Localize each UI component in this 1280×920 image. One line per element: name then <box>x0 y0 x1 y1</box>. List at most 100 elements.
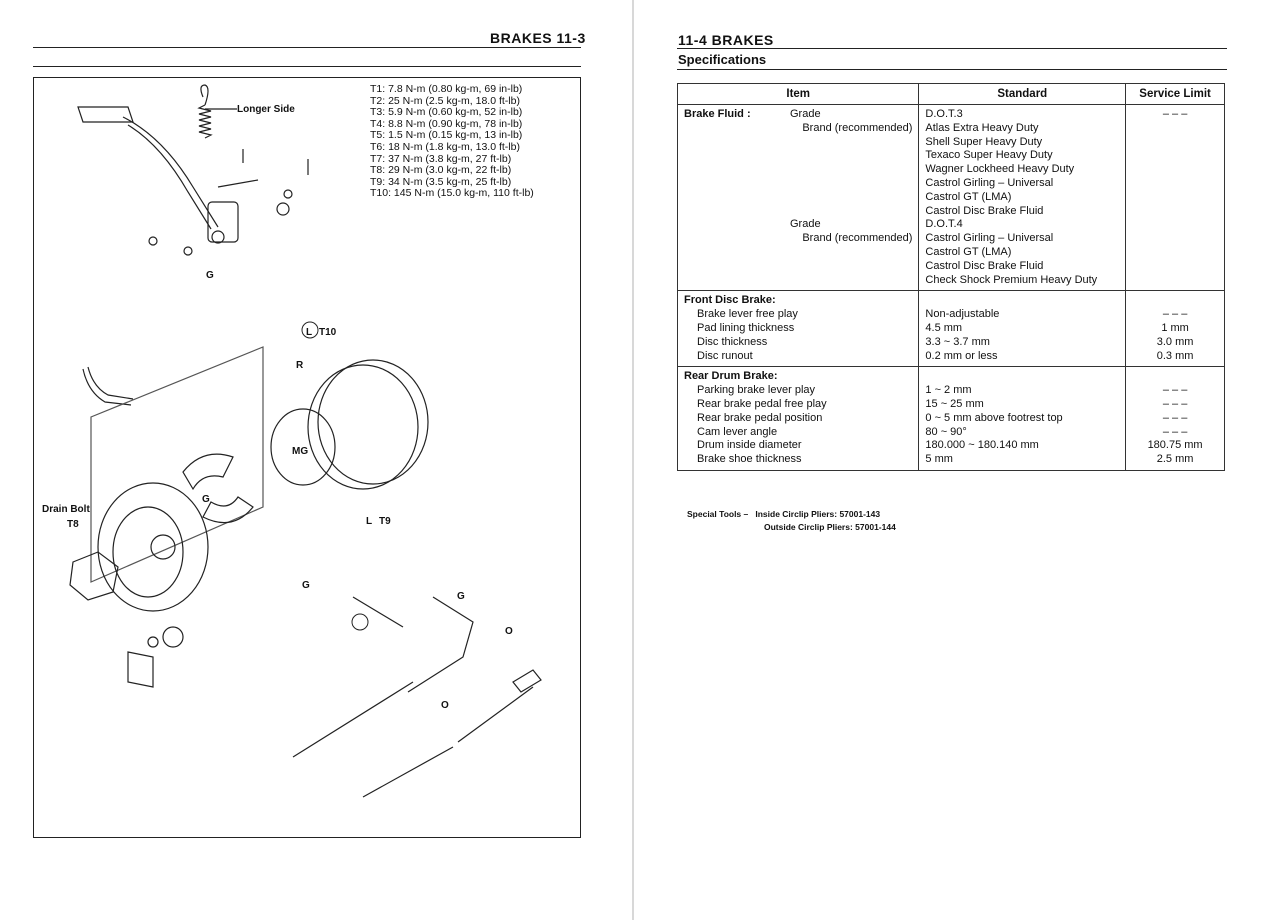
o-callout: O <box>505 626 513 637</box>
limit-value: – – – <box>1162 308 1188 321</box>
torque-spec: T6: 18 N-m (1.8 kg-m, 13.0 ft-lb) <box>370 140 520 153</box>
item-cell: Front Disc Brake: Brake lever free play … <box>676 290 920 368</box>
t10-callout: T10 <box>319 327 337 338</box>
t9-callout: T9 <box>379 516 391 527</box>
standard-value: Castrol Disc Brake Fluid <box>925 259 1044 272</box>
torque-spec: T10: 145 N-m (15.0 kg-m, 110 ft-lb) <box>370 187 534 200</box>
torque-spec: T5: 1.5 N-m (0.15 kg-m, 13 in-lb) <box>370 129 523 142</box>
right-page-header: 11-4 BRAKES <box>678 32 774 48</box>
standard-value: 3.3 ~ 3.7 mm <box>925 335 990 348</box>
standard-cell: Non-adjustable 4.5 mm 3.3 ~ 3.7 mm 0.2 m… <box>918 290 1127 368</box>
o-callout: O <box>441 700 449 711</box>
standard-cell: D.O.T.3 Atlas Extra Heavy Duty Shell Sup… <box>918 103 1127 292</box>
torque-spec-list: T1: 7.8 N-m (0.80 kg-m, 69 in-lb) T2: 25… <box>370 83 534 200</box>
standard-value: Atlas Extra Heavy Duty <box>925 121 1039 134</box>
table-row: Brake Fluid : Grade Brand (recommended) … <box>676 103 1225 292</box>
section-rule <box>677 69 1227 70</box>
special-tool-item: Inside Circlip Pliers: 57001-143 <box>755 509 881 519</box>
standard-value: Castrol GT (LMA) <box>925 190 1012 203</box>
item-label: Brand (recommended) <box>802 232 913 245</box>
standard-value: 1 ~ 2 mm <box>925 384 972 397</box>
limit-cell: – – – 1 mm 3.0 mm 0.3 mm <box>1125 290 1225 368</box>
item-label: Grade <box>790 218 821 231</box>
item-label: Rear brake pedal position <box>697 411 823 424</box>
standard-value: Castrol GT (LMA) <box>925 245 1012 258</box>
item-label: Pad lining thickness <box>697 321 795 334</box>
item-label: Parking brake lever play <box>697 384 816 397</box>
table-header-row: Item Standard Service Limit <box>676 83 1225 105</box>
specifications-table: Item Standard Service Limit Brake Fluid … <box>676 83 1225 471</box>
item-label: Cam lever angle <box>697 425 778 438</box>
limit-value: – – – <box>1162 108 1188 120</box>
torque-spec: T7: 37 N-m (3.8 kg-m, 27 ft-lb) <box>370 152 512 165</box>
item-label: Brand (recommended) <box>802 121 913 134</box>
standard-cell: 1 ~ 2 mm 15 ~ 25 mm 0 ~ 5 mm above footr… <box>918 366 1127 471</box>
section-title: Rear Drum Brake: <box>684 370 778 383</box>
standard-value: 80 ~ 90° <box>925 425 967 438</box>
page-gutter <box>632 0 634 920</box>
limit-value: 3.0 mm <box>1156 335 1194 348</box>
item-label: Brake shoe thickness <box>697 453 802 466</box>
header-rule <box>33 47 581 48</box>
longer-side-label: Longer Side <box>237 104 295 115</box>
special-tool-item: Outside Circlip Pliers: 57001-144 <box>764 522 896 532</box>
mg-callout: MG <box>292 446 309 457</box>
standard-value: Castrol Girling – Universal <box>925 232 1054 245</box>
limit-cell: – – – <box>1125 103 1225 292</box>
item-cell: Rear Drum Brake: Parking brake lever pla… <box>676 366 920 471</box>
standard-value: D.O.T.4 <box>925 218 963 231</box>
item-label: Drum inside diameter <box>697 439 802 452</box>
limit-cell: – – – – – – – – – – – – 180.75 mm 2.5 mm <box>1125 366 1225 471</box>
header-rule-secondary <box>33 66 581 67</box>
standard-value: Shell Super Heavy Duty <box>925 135 1043 148</box>
item-cell: Brake Fluid : Grade Brand (recommended) … <box>676 103 920 292</box>
pedal-pad <box>77 106 134 123</box>
item-label: Disc runout <box>697 349 753 362</box>
column-header-standard: Standard <box>918 83 1127 105</box>
standard-value: 0.2 mm or less <box>925 349 998 362</box>
torque-spec: T9: 34 N-m (3.5 kg-m, 25 ft-lb) <box>370 175 512 188</box>
standard-value: 0 ~ 5 mm above footrest top <box>925 411 1063 424</box>
left-page-header: BRAKES 11-3 <box>490 30 586 46</box>
limit-value: – – – <box>1162 425 1188 438</box>
g-callout: G <box>202 494 210 505</box>
limit-value: 1 mm <box>1161 321 1189 334</box>
special-tools: Special Tools – Inside Circlip Pliers: 5… <box>687 508 896 534</box>
item-label: Rear brake pedal free play <box>697 397 827 410</box>
standard-value: Castrol Girling – Universal <box>925 176 1054 189</box>
table-row: Rear Drum Brake: Parking brake lever pla… <box>676 366 1225 471</box>
l-callout: L <box>306 327 313 338</box>
standard-value: 4.5 mm <box>925 321 963 334</box>
standard-value: Non-adjustable <box>925 308 1000 321</box>
limit-value: 2.5 mm <box>1156 453 1194 466</box>
standard-value: 5 mm <box>925 453 953 466</box>
standard-value: Texaco Super Heavy Duty <box>925 149 1053 162</box>
torque-spec: T1: 7.8 N-m (0.80 kg-m, 69 in-lb) <box>370 83 523 95</box>
standard-value: D.O.T.3 <box>925 108 963 120</box>
standard-value: Check Shock Premium Heavy Duty <box>925 273 1098 286</box>
item-label: Brake lever free play <box>697 308 798 321</box>
g-callout: G <box>302 580 310 591</box>
limit-value: 0.3 mm <box>1156 349 1194 362</box>
torque-spec: T2: 25 N-m (2.5 kg-m, 18.0 ft-lb) <box>370 94 520 107</box>
section-title: Brake Fluid : <box>684 108 751 120</box>
l-callout: L <box>366 516 373 527</box>
limit-value: – – – <box>1162 397 1188 410</box>
t8-callout: T8 <box>67 519 79 530</box>
section-title: Front Disc Brake: <box>684 294 776 307</box>
table-row: Front Disc Brake: Brake lever free play … <box>676 290 1225 368</box>
standard-value: 15 ~ 25 mm <box>925 397 984 410</box>
brake-exploded-drawing <box>69 84 542 798</box>
standard-value: Castrol Disc Brake Fluid <box>925 204 1044 217</box>
standard-value: 180.000 ~ 180.140 mm <box>925 439 1039 452</box>
g-callout: G <box>206 270 214 281</box>
drain-bolt-label: Drain Bolt <box>42 504 90 515</box>
item-label: Disc thickness <box>697 335 768 348</box>
limit-value: – – – <box>1162 411 1188 424</box>
standard-value: Wagner Lockheed Heavy Duty <box>925 163 1075 176</box>
g-callout: G <box>457 591 465 602</box>
header-rule <box>677 48 1227 49</box>
torque-spec: T3: 5.9 N-m (0.60 kg-m, 52 in-lb) <box>370 106 523 119</box>
torque-spec: T4: 8.8 N-m (0.90 kg-m, 78 in-lb) <box>370 117 523 130</box>
section-title: Specifications <box>678 52 767 67</box>
